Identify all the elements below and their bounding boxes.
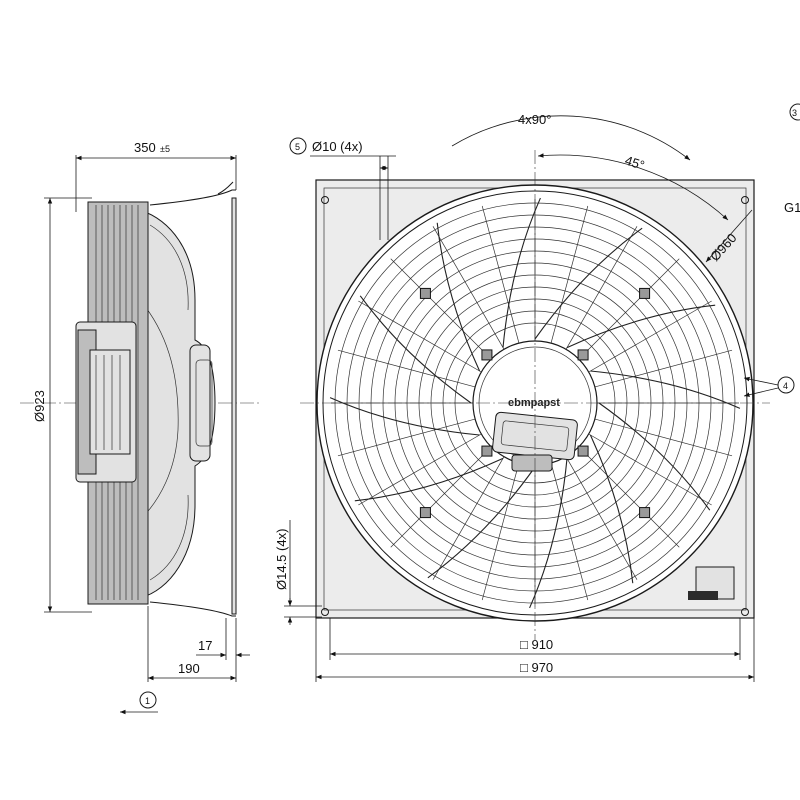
guard-spoke [565, 456, 638, 580]
guard-bracket-outer [639, 287, 651, 299]
fan-blade [359, 295, 472, 404]
fan-blade [589, 434, 634, 584]
fan-blade [436, 222, 481, 372]
guard-spoke [578, 446, 680, 548]
dim-923-label: Ø923 [32, 390, 47, 422]
guard-spoke [390, 446, 492, 548]
callout-4-label: 4 [783, 381, 788, 391]
guard-spoke [565, 226, 638, 350]
guard-bracket-outer [639, 507, 651, 519]
callout-5-circle [289, 137, 307, 155]
side-hub-cap [189, 344, 211, 462]
corner-hole [741, 608, 749, 616]
type-plate-strip [688, 591, 718, 600]
guard-bracket-inner [481, 445, 493, 457]
fan-blade [427, 466, 536, 579]
side-blade-edge [149, 494, 189, 581]
guard-spoke [481, 205, 520, 344]
guard-spoke [588, 433, 712, 506]
dim-970-label: □ 970 [520, 660, 553, 675]
guard-spoke [337, 418, 476, 457]
callout-3-circle [789, 103, 800, 121]
fan-blade [502, 197, 541, 348]
guard-spoke [432, 456, 505, 580]
corner-hole [321, 196, 329, 204]
dim-910-label: □ 910 [520, 637, 553, 652]
side-motor-box [89, 349, 131, 455]
dim-350-label: 350 [134, 140, 156, 155]
guard-brackets [419, 287, 651, 519]
corner-hole [741, 196, 749, 204]
callout-3-label: 3 [792, 108, 797, 118]
dim-350-tol: ±5 [160, 144, 170, 154]
dim-4x90-arc [451, 115, 691, 161]
dim-45-label: 45° [623, 153, 646, 173]
side-blade-edge [149, 224, 189, 311]
fan-blades [329, 197, 741, 609]
fan-blade [590, 370, 741, 409]
guard-spoke [550, 462, 589, 601]
guard-spoke [594, 418, 733, 457]
callout-4-leader-a [743, 376, 779, 386]
guard-spoke [481, 462, 520, 601]
guard-spoke [390, 258, 492, 360]
front-view: ebmpapst [300, 150, 770, 640]
fan-blade [534, 227, 643, 340]
dim-190-label: 190 [178, 661, 200, 676]
dim-45-arc [537, 153, 729, 221]
dim-4x90-label: 4x90° [518, 112, 551, 127]
side-cable [217, 181, 234, 195]
callout-4-leader-b [743, 387, 779, 397]
guard-spoke [588, 300, 712, 373]
guard-bracket-inner [577, 349, 589, 361]
guard-spoke [594, 349, 733, 388]
callout-5-label: 5 [295, 142, 300, 152]
side-view: 350 ±5 Ø923 17 190 1 [20, 140, 262, 715]
cable-gland [511, 454, 553, 472]
callout-1-circle [139, 691, 157, 709]
fan-blade [354, 457, 504, 502]
partial-label-g1: G1 [784, 200, 800, 215]
front-dimensions: 4x90° 45° Ø960 5 Ø10 (4x) Ø14.5 (4x) □ 9… [274, 103, 800, 682]
corner-hole [321, 608, 329, 616]
guard-spoke [358, 300, 482, 373]
dim-hole-14-5-label: Ø14.5 (4x) [274, 529, 289, 590]
fan-blade [566, 304, 716, 349]
side-hub-cap-inner [195, 359, 213, 447]
guard-bracket-outer [419, 507, 431, 519]
guard-bracket-outer [419, 287, 431, 299]
guard-spoke [337, 349, 476, 388]
guard-bracket-inner [481, 349, 493, 361]
fan-blade [529, 458, 568, 609]
side-blade-edge [139, 299, 179, 521]
guard-spoke [432, 226, 505, 350]
guard-bracket-inner [577, 445, 589, 457]
callout-1-label: 1 [145, 696, 150, 706]
fan-blade [598, 402, 711, 511]
brand-logo: ebmpapst [508, 397, 560, 409]
side-nozzle-bottom [149, 601, 236, 617]
guard-spoke [358, 433, 482, 506]
guard-spoke [550, 205, 589, 344]
dim-960-leader [705, 209, 753, 263]
fan-blade [329, 397, 480, 436]
dim-17-label: 17 [198, 638, 212, 653]
dim-hole-10-label: Ø10 (4x) [312, 139, 363, 154]
side-nozzle-top [149, 189, 236, 206]
guard-spoke [578, 258, 680, 360]
side-mounting-plate [231, 197, 237, 615]
